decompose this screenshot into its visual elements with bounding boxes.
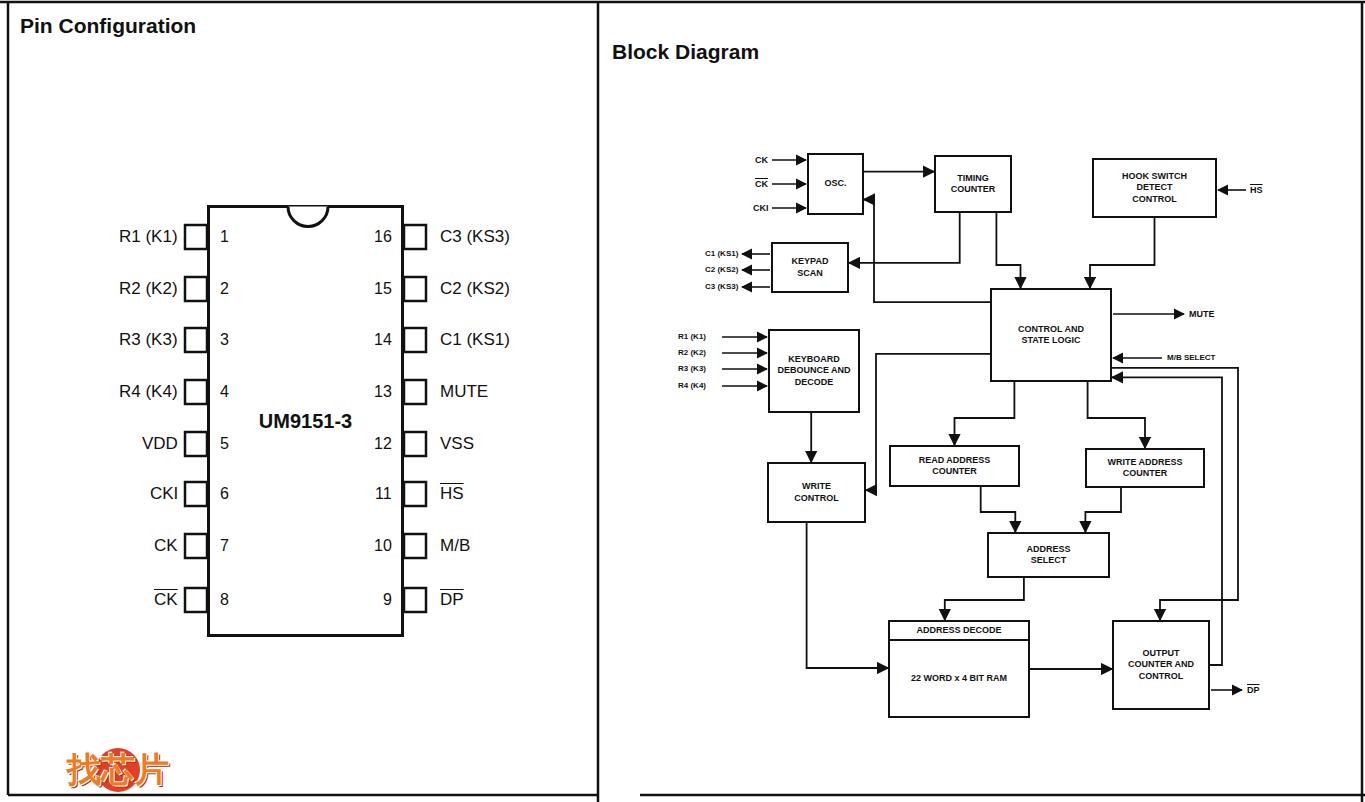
block-label: 22 WORD x 4 BIT RAM: [911, 641, 1007, 716]
connector: [981, 487, 1016, 532]
pin-number: 6: [220, 485, 229, 503]
decode-box: KEYBOARD DEBOUNCE AND DECODE: [768, 329, 860, 413]
block-label: HOOK SWITCH DETECT CONTROL: [1115, 171, 1195, 205]
signal-name: C1 (KS1): [705, 249, 738, 258]
connector: [945, 578, 1024, 620]
oscillator-box: OSC.: [807, 153, 864, 215]
block-label: WRITE CONTROL: [787, 481, 847, 504]
counter-box: TIMING COUNTER: [934, 155, 1012, 213]
pin-number: 12: [374, 435, 392, 453]
pin-name: R2 (K2): [119, 279, 178, 299]
pin-name: C2 (KS2): [440, 279, 510, 299]
pin-name: VSS: [440, 434, 474, 454]
pin-number: 14: [374, 331, 392, 349]
panel-title: Pin Configuration: [20, 14, 196, 38]
chip-body: UM9151-3: [207, 205, 404, 637]
signal-name: CK: [755, 155, 768, 165]
block-label: OSC.: [824, 178, 846, 189]
signal-name: C2 (KS2): [705, 265, 738, 274]
pin-name: HS: [440, 484, 464, 504]
output-box: OUTPUT COUNTER AND CONTROL: [1112, 620, 1210, 710]
connector: [810, 413, 812, 462]
connector: [1112, 368, 1238, 620]
connector: [1030, 668, 1112, 670]
select-box: ADDRESS SELECT: [987, 532, 1110, 578]
pin-name: MUTE: [440, 382, 488, 402]
signal-arrows: [722, 160, 1246, 690]
pin-number: 2: [220, 280, 229, 298]
signal-name: MUTE: [1189, 309, 1215, 319]
pin-number: 15: [374, 280, 392, 298]
ram-box: ADDRESS DECODE22 WORD x 4 BIT RAM: [888, 620, 1030, 718]
pin-number: 8: [220, 591, 229, 609]
connector: [807, 523, 888, 668]
signal-name: C3 (KS3): [705, 282, 738, 291]
block-label: KEYPAD SCAN: [780, 256, 840, 279]
pin-name: CK: [154, 536, 178, 556]
block-label: READ ADDRESS COUNTER: [905, 455, 1005, 478]
pin-name: C3 (KS3): [440, 227, 510, 247]
scan-box: KEYPAD SCAN: [771, 242, 849, 293]
block-label: ADDRESS SELECT: [1009, 544, 1089, 567]
control-box: HOOK SWITCH DETECT CONTROL: [1092, 158, 1217, 218]
connector: [864, 171, 934, 173]
pin-number: 1: [220, 228, 229, 246]
chip-notch: [286, 205, 330, 229]
pin-name: R4 (K4): [119, 382, 178, 402]
connector: [849, 213, 960, 263]
block-label: OUTPUT COUNTER AND CONTROL: [1126, 648, 1196, 682]
pin-number: 3: [220, 331, 229, 349]
counter-box: READ ADDRESS COUNTER: [889, 445, 1020, 487]
connector: [955, 382, 1015, 445]
connector: [996, 213, 1020, 288]
logic-box: CONTROL AND STATE LOGIC: [990, 288, 1112, 382]
signal-name: CK: [755, 179, 768, 189]
pin-name: VDD: [142, 434, 178, 454]
pin-number: 13: [374, 383, 392, 401]
pin-number: 16: [374, 228, 392, 246]
pin-number: 7: [220, 537, 229, 555]
block-label: TIMING COUNTER: [943, 173, 1003, 196]
pin-number: 10: [374, 537, 392, 555]
signal-name: DP: [1247, 685, 1260, 695]
signal-name: HS: [1250, 185, 1263, 195]
signal-name: M/B SELECT: [1167, 353, 1215, 362]
connector: [1090, 218, 1155, 288]
pin-name: R1 (K1): [119, 227, 178, 247]
signal-name: R2 (K2): [678, 348, 706, 357]
pin-number: 9: [383, 591, 392, 609]
signal-name: R1 (K1): [678, 332, 706, 341]
signal-name: R4 (K4): [678, 381, 706, 390]
pin-name: CKI: [150, 484, 178, 504]
connector: [1085, 488, 1121, 532]
signal-name: CKI: [753, 203, 769, 213]
block-label: ADDRESS DECODE: [890, 622, 1028, 641]
pin-name: C1 (KS1): [440, 330, 510, 350]
pin-number: 5: [220, 435, 229, 453]
control-box: WRITE CONTROL: [767, 462, 866, 523]
block-label: KEYBOARD DEBOUNCE AND DECODE: [774, 354, 854, 388]
connector: [1088, 382, 1145, 448]
pin-name: R3 (K3): [119, 330, 178, 350]
pin-number: 11: [375, 485, 392, 503]
signal-name: R3 (K3): [678, 364, 706, 373]
block-label: CONTROL AND STATE LOGIC: [1011, 324, 1091, 347]
block-label: WRITE ADDRESS COUNTER: [1095, 457, 1195, 480]
watermark: 找芯片: [67, 750, 169, 789]
part-number: UM9151-3: [259, 409, 352, 434]
pin-name: CK: [154, 590, 178, 610]
counter-box: WRITE ADDRESS COUNTER: [1085, 448, 1205, 488]
panel-title: Block Diagram: [612, 40, 759, 64]
pin-name: DP: [440, 590, 464, 610]
pin-name: M/B: [440, 536, 470, 556]
pin-number: 4: [220, 383, 229, 401]
connector: [864, 200, 990, 303]
